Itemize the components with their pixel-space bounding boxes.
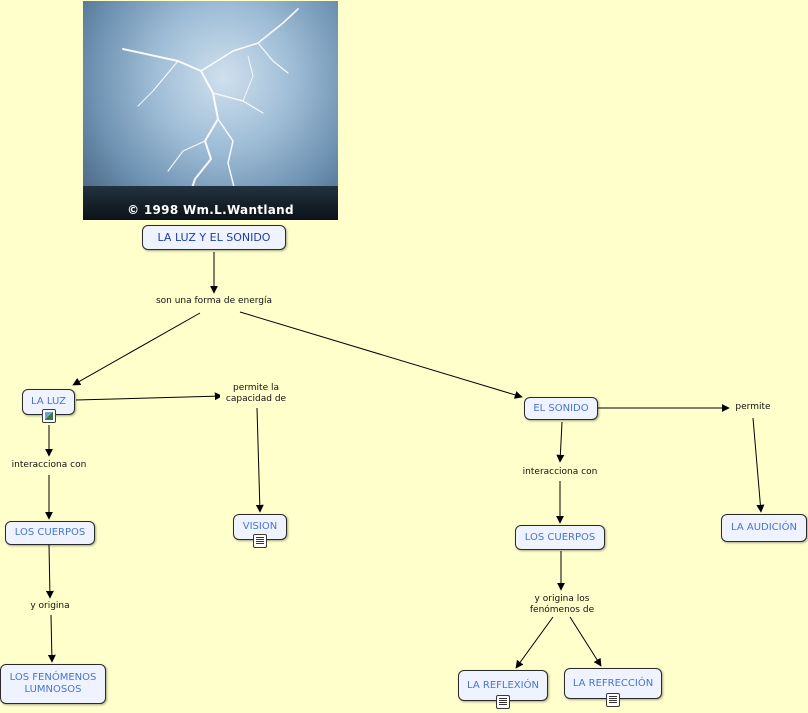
concept-label: LA REFLEXIÓN <box>467 679 539 691</box>
concept-label: LA REFRECCIÓN <box>572 677 654 689</box>
concept-los-cuerpos-left[interactable]: LOS CUERPOS <box>5 521 95 545</box>
concept-label: VISION <box>242 521 278 532</box>
concept-label: LOS FENÓMENOS LUMNOSOS <box>9 672 97 695</box>
concept-label: LOS CUERPOS <box>14 527 86 538</box>
link-origina-fenomenos: y origina los fenómenos de <box>522 594 602 616</box>
concept-label: LA LUZ Y EL SONIDO <box>157 230 271 244</box>
concept-label: EL SONIDO <box>533 402 589 414</box>
lightning-bolt-icon <box>122 8 299 192</box>
concept-los-fenomenos-lumnosos[interactable]: LOS FENÓMENOS LUMNOSOS <box>0 664 106 704</box>
line-origina-to-refreccion <box>569 616 602 667</box>
concept-la-refreccion[interactable]: LA REFRECCIÓN <box>564 668 662 707</box>
line-permite-to-audicion <box>752 417 765 513</box>
line-origina-to-reflexion <box>515 616 554 669</box>
photo-horizon <box>83 186 338 220</box>
document-resource-icon[interactable] <box>253 534 267 548</box>
concept-los-cuerpos-right[interactable]: LOS CUERPOS <box>515 525 605 550</box>
link-interacciona-left: interacciona con <box>8 460 90 471</box>
link-y-origina: y origina <box>25 601 75 612</box>
concept-la-audicion[interactable]: LA AUDICIÓN <box>721 514 807 542</box>
concept-la-luz[interactable]: LA LUZ <box>22 389 75 423</box>
concept-label: LA AUDICIÓN <box>731 522 797 533</box>
image-resource-icon[interactable] <box>41 409 56 423</box>
lightning-photo: © 1998 Wm.L.Wantland <box>83 1 338 220</box>
link-forma-energia: son una forma de energía <box>152 296 276 307</box>
link-interacciona-right: interacciona con <box>518 467 602 478</box>
line-permite-capacidad-to-vision <box>255 407 264 513</box>
concept-label: LA LUZ <box>31 396 66 407</box>
line-sonido-to-interacciona <box>556 421 565 463</box>
concept-la-reflexion[interactable]: LA REFLEXIÓN <box>458 670 548 709</box>
line-cuerpos-to-origina <box>45 544 54 599</box>
document-resource-icon[interactable] <box>606 693 620 707</box>
line-origina-to-fenomenos <box>47 614 56 663</box>
line-luz-to-permite-capacidad <box>75 392 223 401</box>
concept-vision[interactable]: VISION <box>233 514 287 548</box>
link-permite-capacidad: permite la capacidad de <box>220 383 292 405</box>
concept-la-luz-y-el-sonido[interactable]: LA LUZ Y EL SONIDO <box>142 225 286 250</box>
line-forma-to-luz <box>72 312 201 386</box>
document-resource-icon[interactable] <box>496 695 510 709</box>
concept-label: LOS CUERPOS <box>524 531 596 543</box>
link-permite: permite <box>731 402 775 413</box>
concept-el-sonido[interactable]: EL SONIDO <box>524 397 598 420</box>
photo-caption: © 1998 Wm.L.Wantland <box>127 203 294 217</box>
